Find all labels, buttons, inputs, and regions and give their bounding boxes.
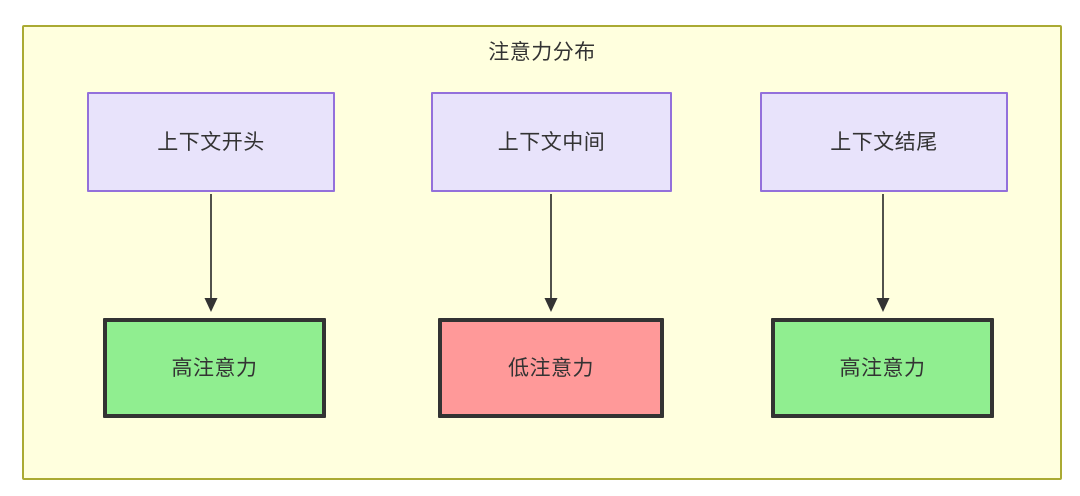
node-label: 低注意力 (508, 356, 594, 380)
node-label: 上下文结尾 (830, 130, 938, 154)
node-context-start[interactable]: 上下文开头 (87, 92, 335, 192)
node-attention-low-middle[interactable]: 低注意力 (438, 318, 664, 418)
node-attention-high-end[interactable]: 高注意力 (771, 318, 994, 418)
node-context-middle[interactable]: 上下文中间 (431, 92, 672, 192)
node-attention-high-start[interactable]: 高注意力 (103, 318, 326, 418)
node-label: 上下文开头 (157, 130, 265, 154)
node-context-end[interactable]: 上下文结尾 (760, 92, 1008, 192)
node-label: 上下文中间 (497, 130, 606, 154)
node-label: 高注意力 (171, 356, 258, 380)
subgraph-title: 注意力分布 (488, 41, 596, 64)
node-label: 高注意力 (839, 356, 926, 380)
